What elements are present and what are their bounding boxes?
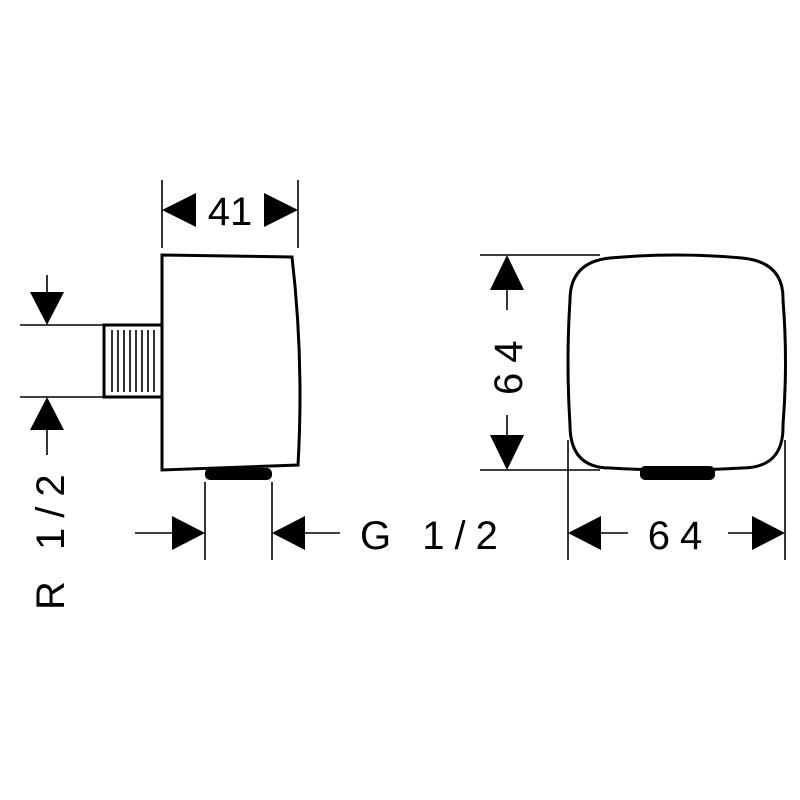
front-body	[566, 253, 787, 472]
side-body	[160, 253, 302, 472]
thread-nub	[102, 323, 164, 399]
dimension-64-height: 64	[480, 254, 600, 471]
side-view	[102, 253, 302, 480]
front-view	[566, 253, 787, 480]
width-label: 64	[648, 514, 713, 558]
dimension-r-half: R 1/2	[20, 275, 103, 610]
height-label: 64	[487, 331, 531, 396]
dimension-g-half: G 1/2	[135, 482, 508, 560]
inlet-thread-label: R 1/2	[29, 464, 73, 610]
depth-label: 41	[208, 190, 253, 234]
dimension-41: 41	[161, 180, 299, 248]
front-outlet-foot	[640, 466, 715, 480]
outlet-thread-label: G 1/2	[360, 514, 508, 558]
outlet-foot	[205, 468, 272, 480]
dimension-64-width: 64	[567, 440, 786, 560]
